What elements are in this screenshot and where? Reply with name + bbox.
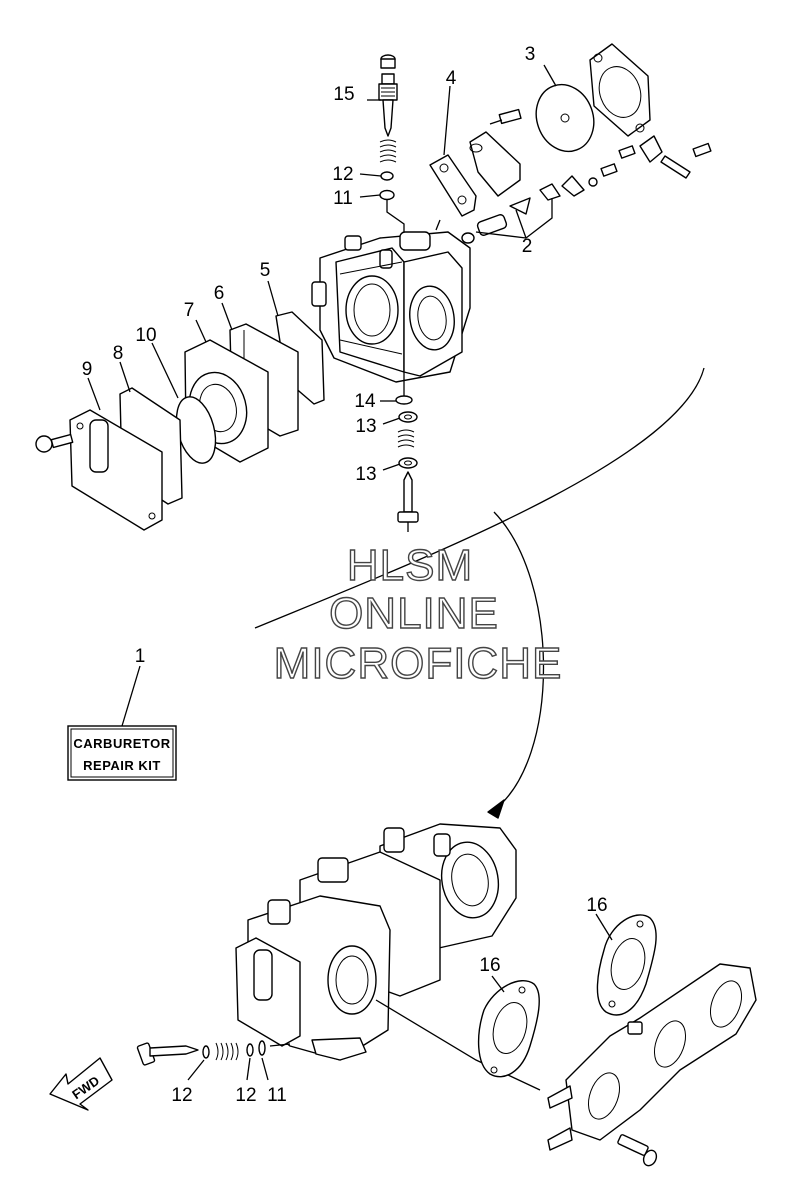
callout-11-bottom: 11 [267, 1085, 287, 1106]
callout-12-bottom-b: 12 [235, 1085, 256, 1106]
callout-16-upper: 16 [586, 895, 607, 916]
callout-8: 8 [113, 343, 124, 364]
screw-top [489, 108, 522, 125]
manifold-bolt [617, 1134, 658, 1167]
callout-6: 6 [214, 283, 225, 304]
lever-assembly [561, 135, 712, 197]
callout-13-upper: 13 [355, 416, 376, 437]
carburetor-assembly-bottom [235, 823, 517, 1061]
callout-10: 10 [135, 325, 156, 346]
pilot-screw-bottom [136, 1042, 199, 1066]
washer-part-13-b [398, 457, 418, 469]
watermark: HLSM ONLINE MICROFICHE [273, 540, 563, 688]
washer-part-12 [380, 171, 394, 181]
spring-part-15 [379, 139, 397, 163]
screw-part-13 [397, 471, 419, 532]
intake-manifold [547, 963, 757, 1151]
gasket-part-16-upper [596, 914, 657, 1016]
cover-part-9 [69, 409, 163, 531]
callout-12-top: 12 [332, 164, 353, 185]
screw-left [35, 433, 74, 453]
washer-part-13-a [398, 411, 418, 423]
kit-label-line-1: CARBURETOR [73, 736, 170, 751]
spring-part-13 [397, 429, 415, 448]
watermark-line-3: MICROFICHE [274, 639, 563, 688]
callout-9: 9 [82, 359, 93, 380]
callout-7: 7 [184, 300, 195, 321]
washer-bottom-12a [202, 1045, 210, 1059]
pilot-screw-part-15 [378, 54, 398, 137]
oring-bottom-11 [258, 1040, 266, 1056]
throttle-bracket [469, 131, 521, 197]
carburetor-repair-kit-label: CARBURETOR REPAIR KIT [67, 725, 177, 781]
watermark-line-1: HLSM [347, 541, 473, 590]
callout-1: 1 [135, 646, 146, 667]
carburetor-body-top [311, 231, 471, 383]
callout-5: 5 [260, 260, 271, 281]
callout-13-lower: 13 [355, 464, 376, 485]
callout-12-bottom-a: 12 [171, 1085, 192, 1106]
callout-15: 15 [333, 84, 354, 105]
section-arc-top [254, 367, 705, 629]
diaphragm-part-3 [535, 83, 595, 153]
callout-2: 2 [522, 236, 533, 257]
callout-11-top: 11 [333, 188, 353, 209]
diaphragm-cover [589, 43, 651, 137]
valve-part-2 [461, 183, 561, 244]
washer-bottom-12b [246, 1043, 254, 1057]
callout-14: 14 [354, 391, 376, 412]
kit-label-line-2: REPAIR KIT [83, 758, 161, 773]
gasket-part-4 [429, 154, 477, 217]
callout-labels: 1 2 3 4 5 6 7 8 9 10 11 12 13 13 14 15 1… [82, 44, 608, 1106]
callout-3: 3 [525, 44, 536, 65]
watermark-line-2: ONLINE [329, 589, 499, 638]
callout-4: 4 [446, 68, 457, 89]
section-arc-right [493, 511, 545, 811]
oring-part-14 [395, 395, 413, 405]
gasket-part-16-lower [477, 980, 540, 1078]
callout-16-lower: 16 [479, 955, 500, 976]
fwd-direction-arrow: FWD [49, 1057, 113, 1111]
spring-bottom [215, 1042, 239, 1061]
oring-part-11 [379, 189, 395, 201]
